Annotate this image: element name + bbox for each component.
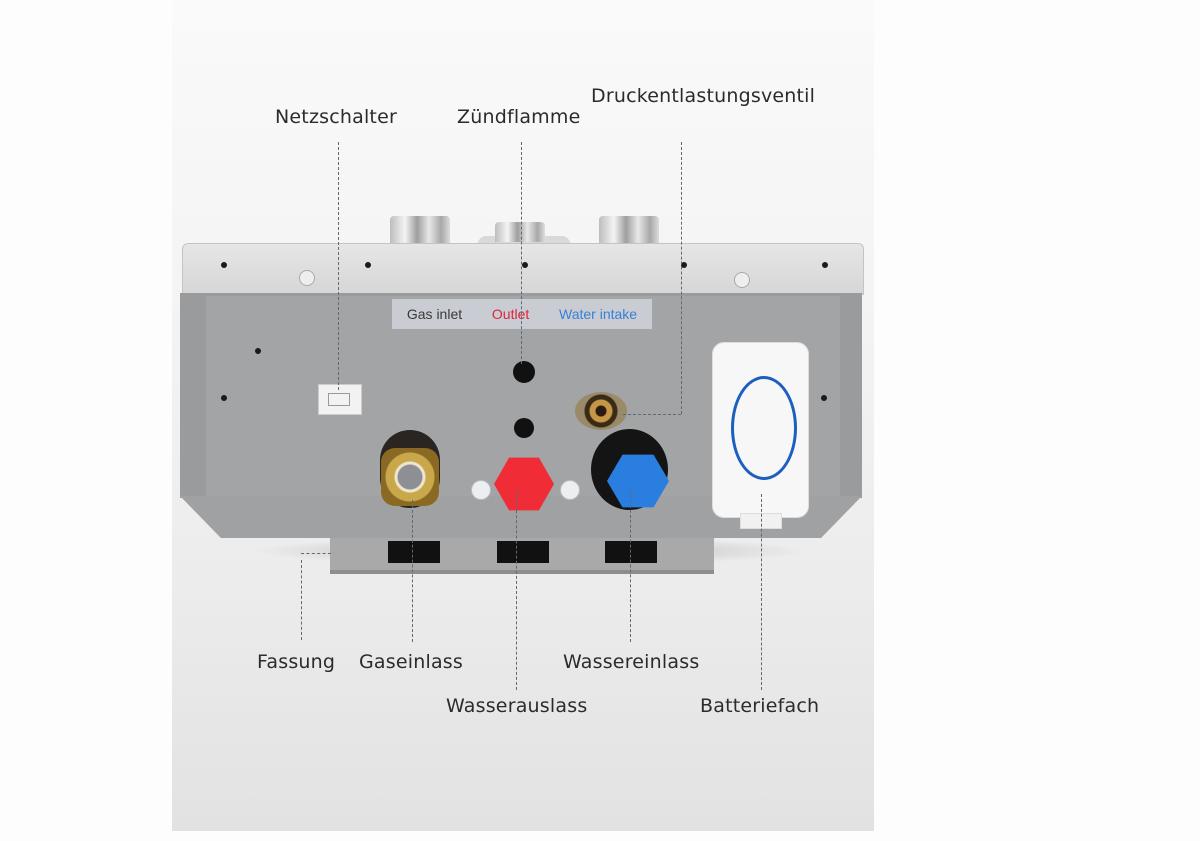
leader-line-water-outlet xyxy=(516,490,517,690)
battery-cover-ring xyxy=(731,376,797,480)
label-pressure-relief-valve: Druckentlastungsventil xyxy=(591,85,816,107)
screw xyxy=(255,348,261,354)
label-mount: Fassung xyxy=(257,651,336,673)
leader-line-pressure-relief-h xyxy=(623,414,681,415)
screw xyxy=(821,395,827,401)
label-water-outlet: Wasserauslass xyxy=(446,695,588,717)
label-pilot-flame: Zündflamme xyxy=(457,106,581,128)
legend-water-intake: Water intake xyxy=(559,306,638,322)
pilot-flame-window xyxy=(513,361,535,383)
bolt xyxy=(560,480,580,500)
screw xyxy=(522,262,528,268)
label-gas-inlet: Gaseinlass xyxy=(359,651,463,673)
ignition-port xyxy=(514,418,534,438)
label-battery-compartment: Batteriefach xyxy=(700,695,820,717)
leader-line-pressure-relief xyxy=(681,142,682,414)
leader-line-mount-h xyxy=(301,553,331,554)
screw xyxy=(221,395,227,401)
leader-line-water-inlet xyxy=(630,490,631,642)
mounting-rail xyxy=(330,538,714,574)
screw xyxy=(822,262,828,268)
leader-line-mount xyxy=(301,560,302,640)
label-power-switch: Netzschalter xyxy=(275,106,397,128)
mount-slot xyxy=(497,541,549,563)
top-pipe-left xyxy=(390,216,450,244)
leader-line-battery xyxy=(761,494,762,690)
top-pipe-right xyxy=(599,216,659,244)
screw xyxy=(681,262,687,268)
device-legend: Gas inlet Outlet Water intake xyxy=(392,299,652,329)
ground-symbol-icon xyxy=(734,272,750,288)
screw xyxy=(365,262,371,268)
top-bracket xyxy=(182,243,864,295)
leader-line-pilot-flame xyxy=(521,142,522,364)
power-switch xyxy=(318,384,362,415)
gas-inlet-fitting xyxy=(381,448,439,506)
water-outlet-cap xyxy=(494,457,554,511)
legend-gas-inlet: Gas inlet xyxy=(406,306,463,322)
bolt xyxy=(471,480,491,500)
legend-outlet: Outlet xyxy=(491,306,530,322)
mount-slot xyxy=(388,541,440,563)
top-pipe-middle xyxy=(495,222,545,242)
leader-line-power-switch xyxy=(338,142,339,390)
label-water-inlet: Wassereinlass xyxy=(563,651,700,673)
leader-line-gas-inlet xyxy=(412,500,413,642)
mount-slot xyxy=(605,541,657,563)
pressure-relief-valve xyxy=(575,392,627,430)
ground-symbol-icon xyxy=(299,270,315,286)
screw xyxy=(221,262,227,268)
